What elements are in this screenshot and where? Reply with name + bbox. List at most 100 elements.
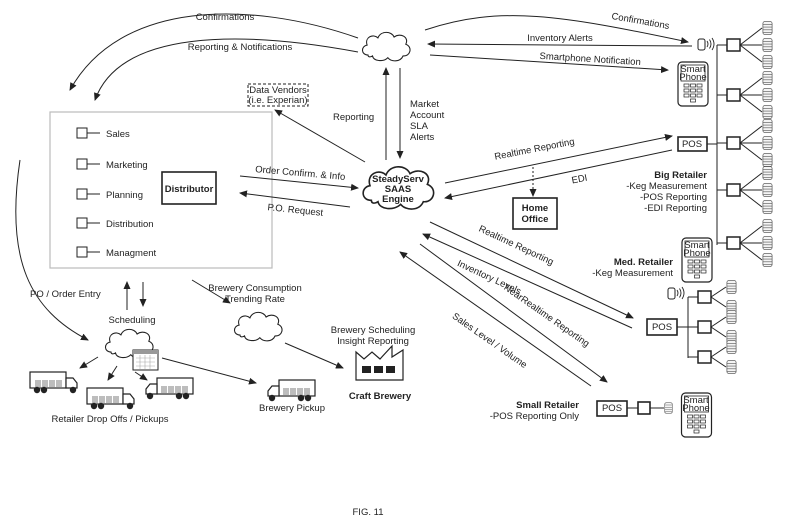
po-order-entry-label: PO / Order Entry — [30, 289, 101, 300]
keg-icon — [762, 55, 773, 69]
node-box — [697, 290, 712, 304]
order-confirm-arrow — [239, 175, 359, 191]
small-retailer-title: Small Retailer — [516, 400, 579, 411]
keg-icon — [762, 38, 773, 52]
small-node-box — [637, 401, 651, 415]
dropoff-arrow — [107, 365, 118, 381]
confirmations-right-arrow — [424, 15, 689, 44]
big-retailer-keg-nodes — [717, 21, 773, 267]
node-box — [726, 136, 741, 150]
brewery-consumption-line2: Trending Rate — [225, 294, 285, 305]
keg-line — [739, 189, 763, 208]
smartphone-label: Phone — [683, 248, 710, 259]
node-box — [697, 350, 712, 364]
realtime-med-arrow — [429, 221, 634, 319]
keg-icon — [762, 105, 773, 119]
keg-line — [739, 27, 763, 46]
keg-line — [739, 77, 763, 96]
reporting-label: Reporting — [333, 112, 374, 123]
dropoff-arrow — [79, 356, 99, 369]
confirmations-left-label: Confirmations — [196, 12, 255, 23]
reporting-arrow — [274, 109, 366, 163]
home-office-line1: Home — [522, 203, 548, 214]
realtime-big-arrow — [444, 133, 673, 184]
department-label: Managment — [106, 248, 157, 259]
reporting-notifications-label: Reporting & Notifications — [188, 42, 293, 53]
keg-icon — [762, 21, 773, 35]
smartphone-notification-arrow — [429, 54, 669, 74]
realtime-med-label: Realtime Reporting — [477, 224, 555, 268]
brewery-pickup-label: Brewery Pickup — [259, 403, 325, 414]
distributor-box — [161, 171, 217, 205]
data-vendors-line1: Data Vendors — [249, 85, 307, 96]
po-request-label: P.O. Request — [267, 202, 324, 219]
brewery-scheduling-line2: Insight Reporting — [337, 336, 409, 347]
insight-arrow — [284, 342, 344, 369]
keg-icon — [664, 402, 673, 414]
sales-level-arrow — [399, 251, 592, 387]
small-retailer-feature: -POS Reporting Only — [490, 411, 579, 422]
inventory-alerts-label: Inventory Alerts — [527, 33, 593, 44]
node-box — [697, 320, 712, 334]
department-checkbox — [76, 188, 88, 200]
keg-icon — [762, 136, 773, 150]
craft-brewery-label: Craft Brewery — [349, 391, 412, 402]
med-pos-label: POS — [652, 322, 672, 333]
department-checkbox — [76, 158, 88, 170]
truck-icon — [267, 379, 316, 402]
reporting-notifications-arrow — [94, 38, 359, 101]
department-label: Distribution — [106, 219, 154, 230]
keg-sensor-icon — [697, 37, 715, 51]
keg-line — [710, 326, 727, 338]
data-vendors-box — [247, 83, 309, 107]
confirmations-left-arrow — [69, 13, 359, 91]
keg-icon — [762, 166, 773, 180]
inventory-levels-arrow — [422, 233, 633, 329]
sales-level-label: Sales Level / Volume — [450, 311, 529, 371]
confirmations-right-label: Confirmations — [611, 11, 671, 32]
keg-line — [739, 44, 763, 63]
po-order-entry-arrow — [15, 159, 89, 341]
distributor-title: Distributor — [165, 184, 214, 195]
retailer-dropoffs-label: Retailer Drop Offs / Pickups — [51, 414, 168, 425]
keg-line — [710, 346, 727, 358]
keg-line — [739, 125, 763, 144]
big-pos-label: POS — [682, 139, 702, 150]
smartphone-label: Smart — [680, 64, 706, 75]
department-checkbox — [76, 127, 88, 139]
node-box — [726, 236, 741, 250]
keg-icon — [762, 200, 773, 214]
calendar-icon — [132, 349, 159, 371]
market-line3: SLA — [410, 121, 429, 132]
market-line1: Market — [410, 99, 439, 110]
keg-sensor-icon — [667, 286, 685, 300]
notification-cloud — [361, 31, 411, 62]
engine-line2: SAAS — [385, 184, 411, 195]
truck-icon — [145, 377, 194, 400]
keg-line — [739, 142, 763, 161]
keg-line — [739, 172, 763, 191]
engine-line1: SteadyServ — [372, 174, 424, 185]
consumption-arrow — [191, 279, 231, 304]
med-bus-line — [677, 297, 689, 358]
market-line4: Alerts — [410, 132, 435, 143]
keg-line — [739, 94, 763, 113]
smartphone-label: Smart — [684, 240, 710, 251]
department-checkbox — [76, 217, 88, 229]
big-retailer-feature: -POS Reporting — [640, 192, 707, 203]
scheduling-label: Scheduling — [108, 315, 155, 326]
keg-icon — [762, 236, 773, 250]
department-checkbox — [76, 246, 88, 258]
figure-label: FIG. 11 — [353, 507, 384, 518]
keg-icon — [726, 310, 737, 324]
keg-line — [739, 242, 763, 261]
keg-icon — [762, 71, 773, 85]
keg-icon — [762, 253, 773, 267]
brewery-pickup-arrow — [161, 357, 257, 385]
po-request-arrow — [239, 190, 351, 208]
keg-icon — [762, 119, 773, 133]
truck-icon — [86, 387, 135, 410]
brewery-consumption-line1: Brewery Consumption — [208, 283, 301, 294]
big-retailer-title: Big Retailer — [654, 170, 707, 181]
department-list: SalesMarketingPlanningDistributionManagm… — [76, 127, 157, 259]
